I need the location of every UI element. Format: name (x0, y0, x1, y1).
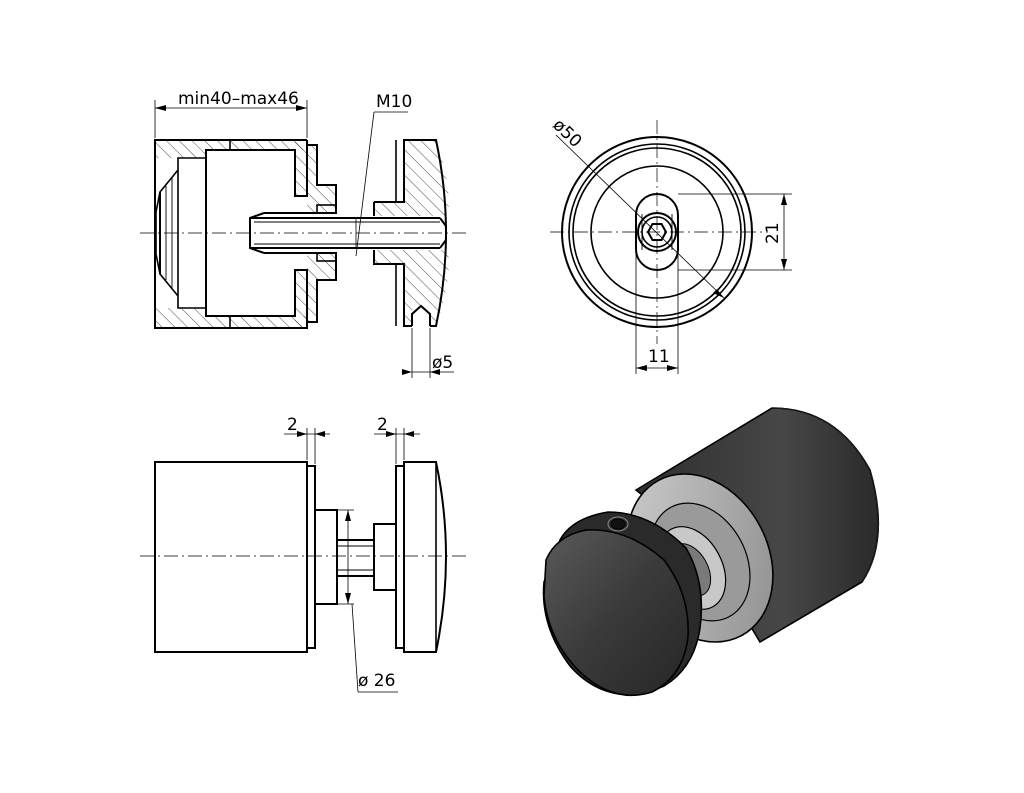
dim-slot-h-arrow-bottom (781, 259, 787, 270)
barrel-right-wall-hatch-top (295, 140, 307, 196)
front-ring-3 (572, 147, 742, 317)
dim-length-arrow-right (296, 105, 307, 111)
cap-hatch-top (374, 140, 449, 216)
dim-stem-arrow-bottom (345, 593, 351, 604)
dim-slot-w-arrow-right (667, 365, 678, 371)
front-bolt-head-inner (641, 216, 673, 248)
dim-diameter-leader (555, 134, 725, 299)
side-stem (336, 539, 375, 577)
cap-hatch-bottom (374, 250, 449, 326)
iso-cap-face (543, 529, 689, 697)
side-barrel-lip (306, 465, 316, 649)
barrel-right-wall-hatch-bottom (295, 270, 307, 328)
dim-gap-left-label: 2 (287, 415, 298, 435)
dim-slot-w-arrow-left (636, 365, 647, 371)
dim-gap-left-arrow-a (297, 431, 307, 437)
barrel-bottom-wall-hatch (155, 316, 307, 328)
iso-cap-side-hole-rim (607, 516, 629, 532)
dim-thread-label: M10 (376, 92, 412, 112)
dim-stem-leader (351, 603, 359, 693)
front-view: ø50 21 11 (549, 115, 792, 374)
insert-hatch-top (307, 145, 336, 213)
dim-slot-h-arrow-top (781, 194, 787, 205)
insert-nut-bottom (316, 252, 337, 262)
insert-hatch-bottom (307, 253, 336, 322)
front-ring-4 (590, 165, 724, 299)
side-barrel (154, 461, 308, 653)
dim-stem-arrow-top (345, 510, 351, 521)
dim-gap-right-arrow-a (386, 431, 396, 437)
section-view: min40–max46 M10 ø5 (140, 89, 470, 378)
countersink-edge (155, 169, 179, 297)
dim-hole-label: ø5 (432, 353, 453, 373)
dim-diameter-arrow (713, 289, 724, 298)
bolt-outline (249, 212, 265, 254)
inner-sleeve-hatch-top (155, 150, 206, 158)
insert-nut-top (316, 204, 337, 214)
inner-sleeve-hatch-bottom (155, 308, 206, 316)
dim-hole-arrow-left (402, 369, 412, 375)
side-stem-boss-right (373, 523, 397, 591)
front-outer-circle (561, 136, 753, 328)
dim-slot-height-label: 21 (763, 222, 783, 244)
dim-length-label: min40–max46 (178, 89, 299, 109)
cap-side-hole (411, 304, 431, 326)
side-cap-lip (395, 465, 405, 649)
dim-gap-right-label: 2 (377, 415, 388, 435)
side-stem-boss-left (314, 509, 338, 605)
dim-thread-leader (355, 111, 375, 257)
cap-side-hole-mask (412, 310, 430, 327)
dim-hole-arrow-right (430, 369, 440, 375)
front-bolt-head (637, 212, 677, 252)
dim-gap-right-arrow-b (404, 431, 414, 437)
dim-diameter-label: ø50 (549, 115, 586, 152)
dim-length-arrow-left (155, 105, 166, 111)
iso-cap-side-hole (610, 518, 626, 530)
barrel-top-wall-hatch (155, 140, 307, 150)
dim-stem-label: ø 26 (358, 671, 395, 691)
isometric-view (542, 407, 880, 697)
front-hex-socket (646, 223, 668, 241)
barrel-outline (154, 139, 308, 329)
dim-slot-width-label: 11 (648, 347, 670, 367)
side-cap (403, 461, 447, 653)
dim-gap-left-arrow-b (315, 431, 325, 437)
side-view: 2 2 ø 26 (140, 415, 470, 693)
iso-barrel-rim (771, 407, 879, 583)
front-ring-2 (568, 143, 746, 321)
